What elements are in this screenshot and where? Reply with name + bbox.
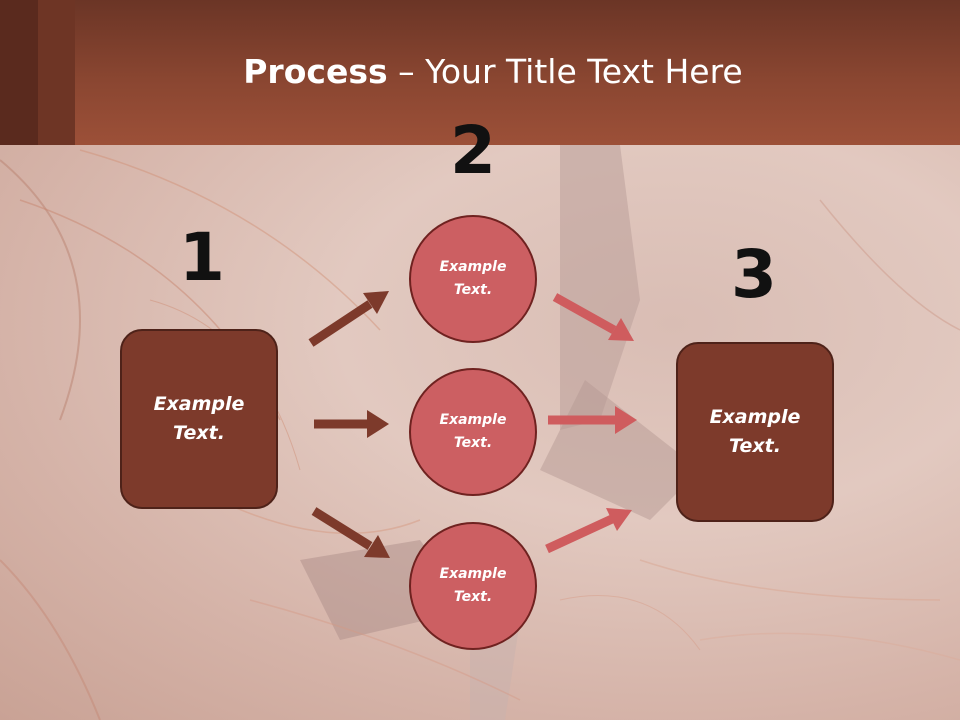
step-3-text: Example Text. bbox=[709, 406, 801, 457]
step-1-text: Example Text. bbox=[153, 393, 245, 444]
slide-title: Process – Your Title Text Here bbox=[0, 52, 960, 91]
arrow-step1-to-top bbox=[308, 291, 389, 347]
header-bar bbox=[0, 0, 960, 145]
arrow-top-to-step3 bbox=[552, 293, 634, 341]
step-number-3: 3 bbox=[731, 236, 777, 313]
circle-text: Example Text. bbox=[439, 259, 507, 298]
circle-text: Example Text. bbox=[439, 412, 507, 451]
circle-text: Example Text. bbox=[439, 566, 507, 605]
step-number-1: 1 bbox=[179, 219, 225, 296]
header-accent-strip bbox=[38, 0, 75, 145]
step-3-box: Example Text. bbox=[676, 342, 834, 522]
step-1-box: Example Text. bbox=[120, 329, 278, 509]
arrow-step1-to-bottom bbox=[311, 507, 390, 558]
title-bold-part: Process bbox=[243, 52, 388, 91]
step-2-circle-middle: Example Text. bbox=[409, 368, 537, 496]
title-rest-part: – Your Title Text Here bbox=[387, 52, 743, 91]
step-2-circle-bottom: Example Text. bbox=[409, 522, 537, 650]
arrow-bottom-to-step3 bbox=[545, 508, 632, 554]
arrow-step1-to-middle bbox=[314, 410, 389, 438]
header-accent-strip bbox=[0, 0, 38, 145]
step-2-circle-top: Example Text. bbox=[409, 215, 537, 343]
step-number-2: 2 bbox=[450, 112, 496, 189]
arrow-middle-to-step3 bbox=[548, 406, 637, 434]
